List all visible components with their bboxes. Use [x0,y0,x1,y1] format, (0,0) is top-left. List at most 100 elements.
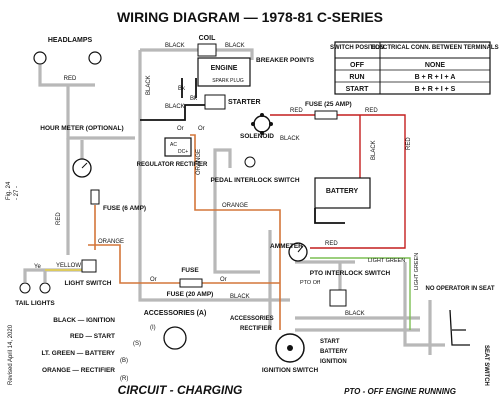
headlamp-right-icon [88,51,102,65]
wire-label-or: Or [198,126,205,132]
fig-number: Fig. 24 [6,181,12,200]
regulator-rectifier: AC DC+ REGULATOR RECTIFIER [137,137,208,168]
wire-label-orange: ORANGE [98,239,124,245]
term-rectifier-label: RECTIFIER [240,326,272,332]
table-cell: B + R + I + A [415,74,456,81]
wire-label-black: BLACK [165,43,185,49]
battery-label: BATTERY [326,188,359,195]
table-header-position: SWITCH POSITION [330,45,384,51]
headlamps-label: HEADLAMPS [48,37,93,44]
wire-label-light-green: LIGHT GREEN [368,258,405,264]
starter: STARTER [204,94,261,110]
legend-line: BLACK — IGNITION [53,317,115,324]
pto-interlock-switch: PTO INTERLOCK SWITCH PTO Off [300,270,391,307]
engine: ENGINE SPARK PLUG [197,57,251,87]
legend-line: ORANGE — RECTIFIER [42,367,115,374]
state-caption: PTO - OFF ENGINE RUNNING [344,387,456,396]
wire-label-black: BLACK [230,294,250,300]
diagram-title: WIRING DIAGRAM — 1978-81 C-SERIES [117,9,383,25]
terminal-legend: ACCESSORIES (A) BLACK — IGNITION (I) RED… [41,310,206,382]
wire-label-yellow: YELLOW [56,263,81,269]
table-cell: B + R + I + S [415,86,456,93]
starter-label: STARTER [228,99,261,106]
light-switch: LIGHT SWITCH [65,259,112,287]
wire-label-red: RED [56,212,62,225]
term-ignition-label: IGNITION [320,359,347,365]
tail-light-icon [39,282,51,294]
wire-label-black: BLACK [146,75,152,95]
page-number: - 27 - [14,186,20,200]
wire-label-black: BLACK [225,43,245,49]
coil-label: COIL [199,35,216,42]
pedal-interlock-switch: PEDAL INTERLOCK SWITCH [210,156,300,184]
wire-label-red: RED [64,76,77,82]
wire-label-red: RED [290,108,303,114]
legend-line: (I) [150,325,156,331]
black-ground-wire [140,104,205,121]
fuse-25-amp: FUSE (25 AMP) [305,101,352,120]
wire-label-black: BLACK [165,104,185,110]
battery: BATTERY [314,177,371,209]
black-starter-wires [181,78,197,98]
legend-line: LT. GREEN — BATTERY [41,350,115,357]
wire-label-or: Or [150,277,157,283]
fuse-label: FUSE [181,267,199,274]
solenoid-label: SOLENOID [240,133,274,140]
revision-date: Revised April 14, 2020 [8,324,14,385]
wire-label-red: RED [406,137,412,150]
legend-line: (S) [133,341,141,347]
hour-meter-label: HOUR METER (OPTIONAL) [40,125,123,132]
legend-line: (B) [120,358,128,364]
wire-label-black: BLACK [345,311,365,317]
table-header-connection: ELECTRICAL CONN. BETWEEN TERMINALS [371,45,498,51]
wire-label-bk: Bk [178,86,186,92]
orange-rectifier-wire [88,244,280,284]
wire-label-or: Or [220,277,227,283]
coil: COIL [197,35,217,57]
fuse-25-label: FUSE (25 AMP) [305,101,352,108]
pto-off-label: PTO Off [300,280,320,286]
wire-label-red: RED [325,241,338,247]
reg-ac-label: AC [170,142,177,148]
spark-plug-label: SPARK PLUG [212,78,244,84]
ignition-legend-icon [163,326,187,350]
wire-label-light-green: LIGHT GREEN [414,253,420,290]
light-switch-label: LIGHT SWITCH [65,280,112,287]
table-cell: NONE [425,62,446,69]
circuit-caption: CIRCUIT - CHARGING [118,383,243,397]
ignition-switch: IGNITION SWITCH ACCESSORIES RECTIFIER ST… [230,316,348,374]
legend-line: (R) [120,376,128,382]
battery-ground-wire [314,208,345,224]
hour-meter: HOUR METER (OPTIONAL) [40,125,124,178]
switch-table: SWITCH POSITION ELECTRICAL CONN. BETWEEN… [330,41,499,95]
inactive-wires [23,48,445,355]
wire-label-or: Or [177,126,184,132]
term-battery-label: BATTERY [320,349,348,355]
wire-label-orange: ORANGE [196,149,202,175]
seat-switch-label: SEAT SWITCH [483,345,489,386]
fuse-20-label: FUSE (20 AMP) [167,291,214,298]
term-start-label: START [320,339,340,345]
tail-light-icon [19,282,31,294]
pedal-switch-label: PEDAL INTERLOCK SWITCH [210,177,299,184]
accessories-label: ACCESSORIES (A) [144,310,207,317]
breaker-points-label: BREAKER POINTS [256,57,315,64]
wire-label-black: BLACK [371,140,377,160]
table-cell: OFF [350,62,365,69]
wire-label-bk: Bk [190,96,198,102]
regulator-label: REGULATOR RECTIFIER [137,162,208,168]
ammeter-label: AMMETER [270,243,303,250]
table-cell: RUN [349,74,364,81]
seat-switch: NO OPERATOR IN SEAT SEAT SWITCH [425,286,494,386]
legend-line: RED — START [70,333,115,340]
wire-label-orange: ORANGE [222,203,248,209]
ignition-switch-label: IGNITION SWITCH [262,367,319,374]
wire-label-ye: Ye [34,264,41,270]
orange-charging-wire [190,134,281,330]
fuse-6-amp: FUSE (6 AMP) [90,189,146,212]
headlamps: HEADLAMPS [33,37,102,65]
no-operator-label: NO OPERATOR IN SEAT [425,286,494,292]
term-accessories-label: ACCESSORIES [230,316,274,322]
fuse-20-amp: FUSE FUSE (20 AMP) [167,267,214,298]
wire-label-red: RED [365,108,378,114]
